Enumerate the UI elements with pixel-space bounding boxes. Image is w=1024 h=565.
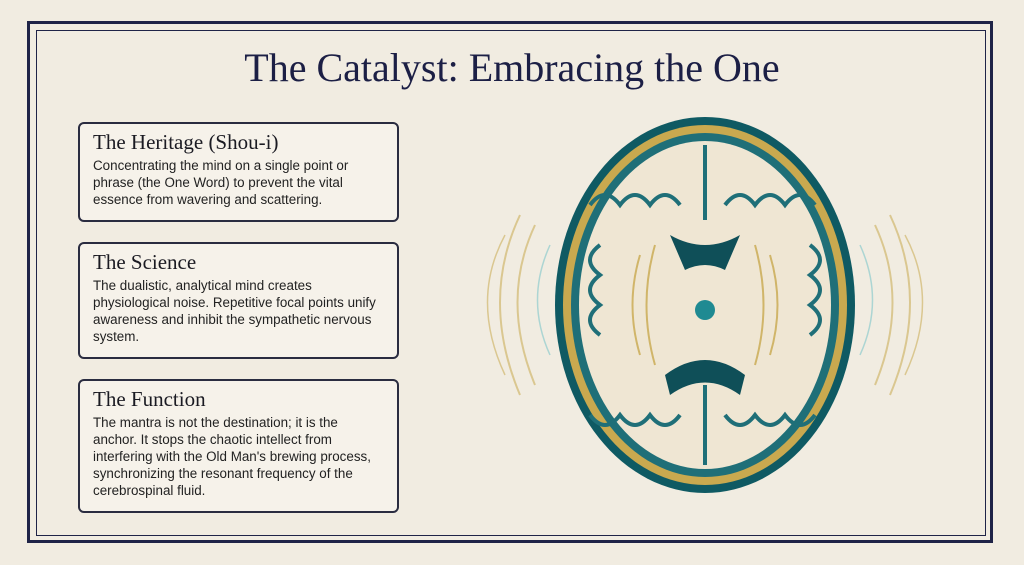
inner-waves: [631, 244, 779, 366]
card-body: The dualistic, analytical mind creates p…: [93, 278, 376, 344]
card-heading: The Science: [93, 250, 197, 274]
ventricles: [670, 235, 740, 270]
function-card: The Function The mantra is not the desti…: [78, 379, 399, 513]
page-title: The Catalyst: Embracing the One: [244, 45, 780, 90]
heritage-card: The Heritage (Shou-i) Concentrating the …: [78, 122, 399, 222]
thalamus: [695, 300, 715, 320]
teal-waves: [536, 244, 874, 356]
card-heading: The Function: [93, 387, 206, 411]
sound-waves: [486, 214, 924, 396]
card-body: The mantra is not the destination; it is…: [93, 415, 371, 498]
inner-frame: [36, 30, 986, 536]
cortex-folds: [588, 193, 822, 427]
card-body: Concentrating the mind on a single point…: [93, 158, 349, 207]
card-heading: The Heritage (Shou-i): [93, 130, 279, 154]
outer-frame: [27, 21, 993, 543]
science-card: The Science The dualistic, analytical mi…: [78, 242, 399, 359]
brain-illustration: [486, 117, 924, 493]
